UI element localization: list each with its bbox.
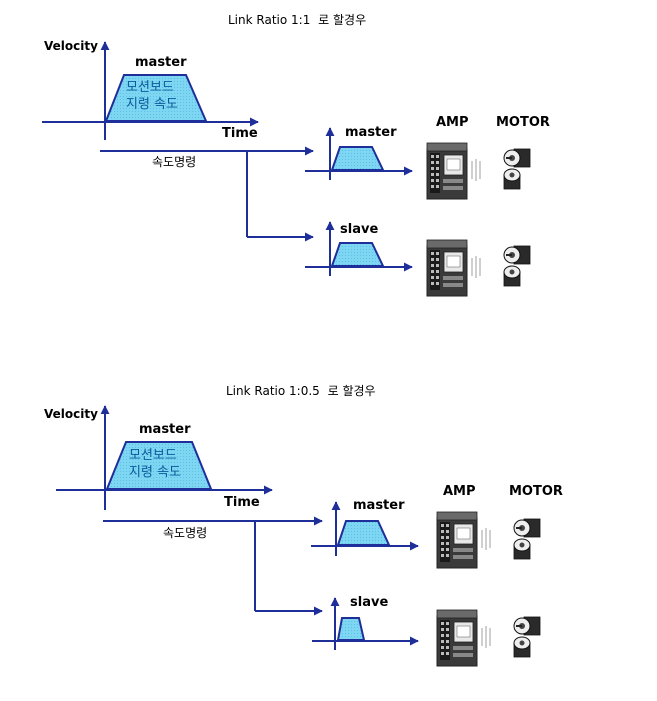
section-2: Link Ratio 1:0.5 로 할경우 Velocity master 모… [44, 384, 563, 667]
servo-motor-icon [503, 245, 531, 287]
profile-text-line-1: 모션보드 [129, 448, 177, 463]
master-label: master [345, 125, 397, 140]
time-label: Time [224, 495, 260, 510]
master-mini-profile [330, 146, 385, 171]
slave-mini-profile [330, 242, 385, 267]
section-1-title: Link Ratio 1:1 로 할경우 [228, 13, 366, 27]
servo-motor-icon [503, 148, 531, 190]
slave-mini-profile [336, 617, 366, 641]
slave-label: slave [350, 595, 388, 610]
profile-master-label: master [135, 55, 187, 70]
master-velocity-profile [104, 74, 208, 122]
motor-label: MOTOR [496, 115, 550, 130]
profile-text-line-2: 지령 속도 [126, 97, 178, 112]
motor-label: MOTOR [509, 484, 563, 499]
servo-motor-icon [513, 616, 541, 658]
speed-command-label: 속도명령 [152, 155, 196, 169]
servo-motor-icon [513, 518, 541, 560]
servo-amp-icon [436, 511, 492, 569]
velocity-label: Velocity [44, 407, 98, 421]
profile-text-line-1: 모션보드 [126, 80, 174, 95]
time-label: Time [222, 126, 258, 141]
amp-label: AMP [436, 115, 469, 130]
slave-label: slave [340, 222, 378, 237]
section-1: Link Ratio 1:1 로 할경우 Velocity master 모션보… [42, 13, 550, 297]
master-label: master [353, 498, 405, 513]
profile-text-line-2: 지령 속도 [129, 465, 181, 480]
profile-master-label: master [139, 422, 191, 437]
master-velocity-profile [105, 441, 213, 490]
amp-label: AMP [443, 484, 476, 499]
servo-amp-icon [426, 239, 482, 297]
speed-command-label: 속도명령 [163, 526, 207, 540]
section-2-title: Link Ratio 1:0.5 로 할경우 [226, 384, 376, 398]
master-mini-profile [336, 520, 391, 546]
velocity-label: Velocity [44, 39, 98, 53]
servo-amp-icon [436, 609, 492, 667]
servo-amp-icon [426, 142, 482, 200]
